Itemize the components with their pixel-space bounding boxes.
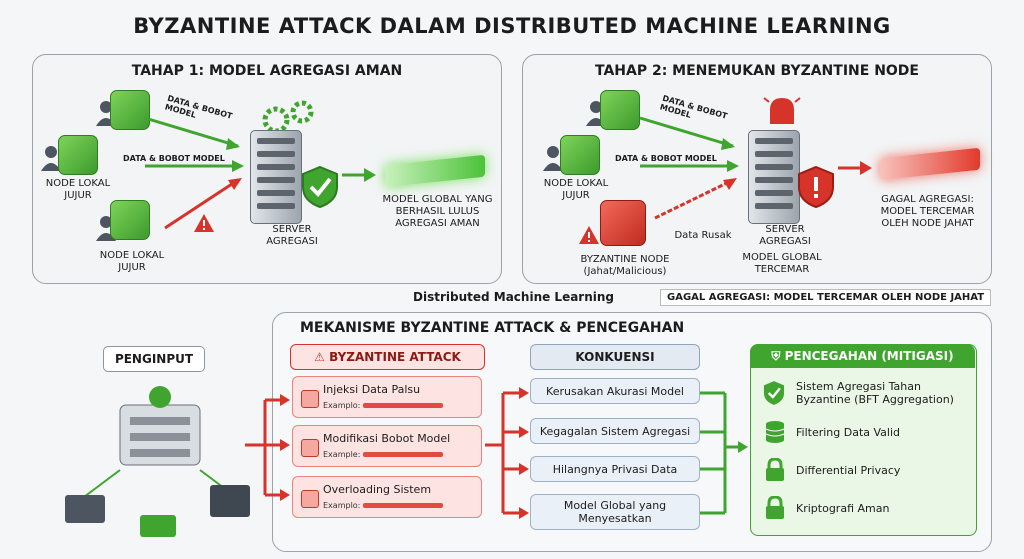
node-cube-icon xyxy=(58,135,98,175)
stage1-server-label: SERVER AGREGASI xyxy=(266,224,318,247)
prevention-item: Filtering Data Valid xyxy=(796,426,901,439)
server-icon xyxy=(748,130,800,224)
stage1-node-bottom-label: NODE LOKAL JUJUR xyxy=(99,250,165,273)
server-icon xyxy=(250,130,302,224)
lock-icon xyxy=(766,496,784,519)
shield-check-icon xyxy=(763,381,785,405)
output-arrow xyxy=(838,161,872,175)
database-icon xyxy=(765,421,785,443)
node-cube-icon xyxy=(110,200,150,240)
shield-alert-icon xyxy=(798,165,834,209)
attack-item-name: Injeksi Data Palsu xyxy=(323,383,421,396)
warning-icon: ⚠ xyxy=(314,350,330,364)
stage2-server-label: SERVER AGREGASI xyxy=(759,224,811,247)
stage1-title: TAHAP 1: MODEL AGREGASI AMAN xyxy=(131,63,403,79)
attack-item-name: Modifikasi Bobot Model xyxy=(323,432,451,445)
attack-item-example: Examplo: xyxy=(323,401,444,410)
shield-icon: ⛨ xyxy=(771,349,785,363)
attack-item-name: Overloading Sistem xyxy=(323,483,432,496)
attack-icon xyxy=(301,390,319,408)
stage2-server-sub-label: MODEL GLOBAL TERCEMAR xyxy=(742,252,822,275)
node-cube-icon xyxy=(600,90,640,130)
alarm-icon xyxy=(763,97,801,124)
consequence-item: Kegagalan Sistem Agregasi xyxy=(530,418,700,444)
stage2-node-left-label: NODE LOKAL JUJUR xyxy=(543,178,609,201)
stage2-byzantine-label: BYZANTINE NODE (Jahat/Malicious) xyxy=(580,254,670,277)
attack-header-label: BYZANTINE ATTACK xyxy=(329,350,461,364)
mitigation-flow-arrows xyxy=(700,391,748,515)
byzantine-node-icon xyxy=(600,200,646,246)
stage2-corrupt-label: Data Rusak xyxy=(674,230,732,241)
prevention-item: Kriptografi Aman xyxy=(796,502,890,515)
consequence-item: Kerusakan Akurasi Model xyxy=(530,378,700,404)
prevention-header-label: PENCEGAHAN (MITIGASI) xyxy=(784,349,954,363)
stage2-title: TAHAP 2: MENEMUKAN BYZANTINE NODE xyxy=(594,63,919,79)
consequence-flow-arrows xyxy=(485,387,529,519)
node-cube-icon xyxy=(110,90,150,130)
dml-caption: Distributed Machine Learning xyxy=(413,290,615,304)
attack-item: Injeksi Data Palsu Examplo: xyxy=(292,376,482,418)
prevention-panel xyxy=(750,344,977,536)
input-badge: PENGINPUT xyxy=(103,346,205,372)
warning-icon xyxy=(194,214,214,232)
user-icon xyxy=(41,146,61,171)
output-arrow xyxy=(342,168,376,182)
data-flow-arrows xyxy=(144,116,244,230)
stage1-result-label: MODEL GLOBAL YANG BERHASIL LULUS AGREGAS… xyxy=(382,194,493,229)
lock-icon xyxy=(766,458,784,481)
stage2-result-label: GAGAL AGREGASI: MODEL TERCEMAR OLEH NODE… xyxy=(880,194,975,229)
mechanism-title: MEKANISME BYZANTINE ATTACK & PENCEGAHAN xyxy=(300,320,685,336)
prevention-header: ⛨ PENCEGAHAN (MITIGASI) xyxy=(750,344,975,368)
attack-item: Overloading Sistem Examplo: xyxy=(292,476,482,518)
data-flow-arrows xyxy=(639,116,739,220)
attack-flow-arrows xyxy=(245,394,290,501)
fail-caption: GAGAL AGREGASI: MODEL TERCEMAR OLEH NODE… xyxy=(660,289,992,306)
attack-icon xyxy=(301,490,319,508)
consequence-item: Hilangnya Privasi Data xyxy=(530,456,700,482)
attack-item: Modifikasi Bobot Model Example: xyxy=(292,425,482,467)
prevention-item: Differential Privacy xyxy=(796,464,901,477)
input-server-icon xyxy=(65,386,250,537)
node-cube-icon xyxy=(560,135,600,175)
prevention-item: Sistem Agregasi Tahan Byzantine (BFT Agg… xyxy=(796,380,954,406)
attack-header: ⚠ BYZANTINE ATTACK xyxy=(290,344,485,370)
stage2-arrow-mid-label: DATA & BOBOT MODEL xyxy=(615,154,717,163)
user-icon xyxy=(543,146,563,171)
consequence-item: Model Global yang Menyesatkan xyxy=(530,494,700,530)
warning-icon xyxy=(579,226,599,244)
stage1-arrow-mid-label: DATA & BOBOT MODEL xyxy=(123,154,225,163)
consequence-header: KONKUENSI xyxy=(530,344,700,370)
stage1-node-left-label: NODE LOKAL JUJUR xyxy=(45,178,111,201)
attack-icon xyxy=(301,439,319,457)
attack-item-example: Examplo: xyxy=(323,501,444,510)
shield-check-icon xyxy=(302,165,338,209)
attack-item-example: Example: xyxy=(323,450,444,459)
page-title: BYZANTINE ATTACK DALAM DISTRIBUTED MACHI… xyxy=(133,14,891,38)
